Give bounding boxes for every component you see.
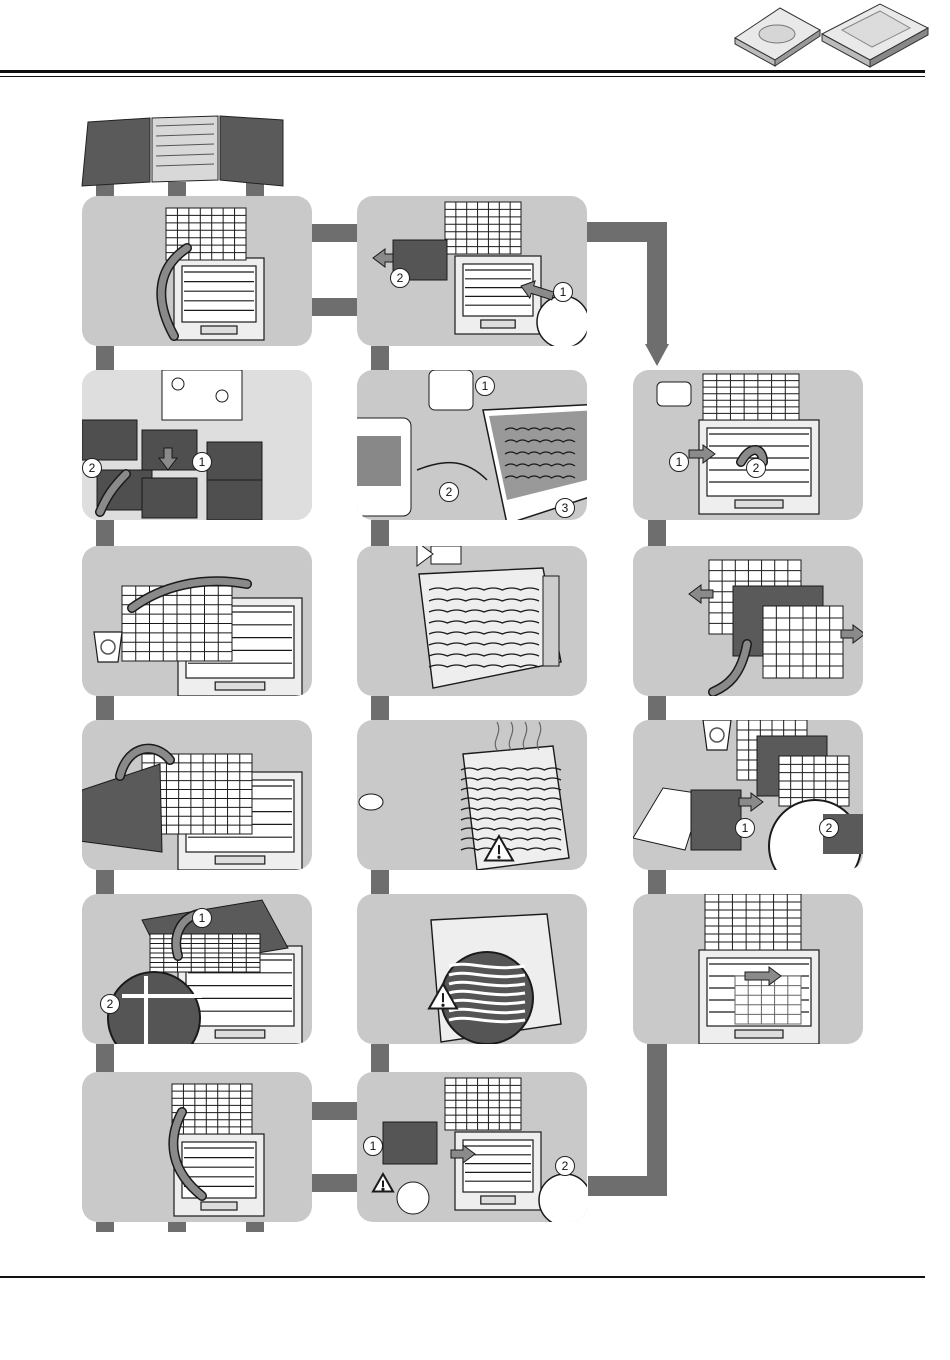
step-number-badge: 1	[475, 376, 495, 396]
step-number-badge: 2	[555, 1156, 575, 1176]
step-panel-fin-damage-warning	[357, 894, 587, 1044]
step-number-badge: 3	[555, 498, 575, 518]
step-panel-close-grille	[82, 1072, 312, 1222]
separate-filter-layers-icon	[633, 546, 863, 696]
replace-filter-layers-icon	[633, 720, 863, 870]
connector-bar	[647, 222, 667, 346]
step-number-badge: 1	[192, 908, 212, 928]
step-number-badge: 2	[439, 482, 459, 502]
flow-arrowhead	[645, 344, 669, 366]
connector-bar	[371, 346, 389, 370]
step-panel-insert-filter-holder	[633, 894, 863, 1044]
close-grille-icon	[82, 1072, 312, 1222]
step-panel-dry-filter-warning	[357, 720, 587, 870]
reinstall-filter-icon	[357, 1072, 587, 1222]
fin-damage-warning-icon	[357, 894, 587, 1044]
connector-bar	[96, 870, 114, 894]
fit-new-filter-sheet-icon	[82, 720, 312, 870]
connector-bar	[648, 520, 666, 546]
connector-bar	[371, 870, 389, 894]
connector-bar	[648, 870, 666, 894]
step-panel-remove-filter-discard	[82, 546, 312, 696]
connector-bar	[96, 1222, 114, 1232]
insert-filter-holder-icon	[633, 894, 863, 1044]
step-number-badge: 1	[735, 818, 755, 838]
step-number-badge: 1	[553, 282, 573, 302]
remove-filter-discard-icon	[82, 546, 312, 696]
connector-bar	[96, 346, 114, 370]
step-number-badge: 2	[746, 458, 766, 478]
dry-filter-warning-icon	[357, 720, 587, 870]
connector-bar	[246, 1222, 264, 1232]
connector-bar	[96, 696, 114, 720]
detergent-soak-icon	[357, 370, 587, 520]
step-panel-open-grille	[82, 196, 312, 346]
connector-bar	[96, 520, 114, 546]
filter-cartridge-header-icon	[78, 112, 293, 192]
step-panel-detergent-soak: 1 2 3	[357, 370, 587, 520]
release-filter-tab-icon	[82, 370, 312, 520]
open-grille-icon	[82, 196, 312, 346]
connector-bar	[371, 696, 389, 720]
step-number-badge: 1	[192, 452, 212, 472]
rinse-filter-icon	[357, 546, 587, 696]
step-number-badge: 2	[82, 458, 102, 478]
step-panel-fit-new-filter-sheet	[82, 720, 312, 870]
connector-bar	[647, 1044, 667, 1194]
connector-bar	[371, 520, 389, 546]
connector-bar	[168, 1222, 186, 1232]
step-panel-separate-filter-layers	[633, 546, 863, 696]
step-number-badge: 2	[819, 818, 839, 838]
step-number-badge: 1	[669, 452, 689, 472]
step-number-badge: 1	[363, 1136, 383, 1156]
connector-bar	[648, 696, 666, 720]
connector-bar	[371, 1044, 389, 1072]
step-panel-rinse-filter	[357, 546, 587, 696]
step-number-badge: 2	[390, 268, 410, 288]
step-number-badge: 2	[100, 994, 120, 1014]
connector-bar	[96, 1044, 114, 1072]
open-filter-holder-icon	[633, 370, 863, 520]
